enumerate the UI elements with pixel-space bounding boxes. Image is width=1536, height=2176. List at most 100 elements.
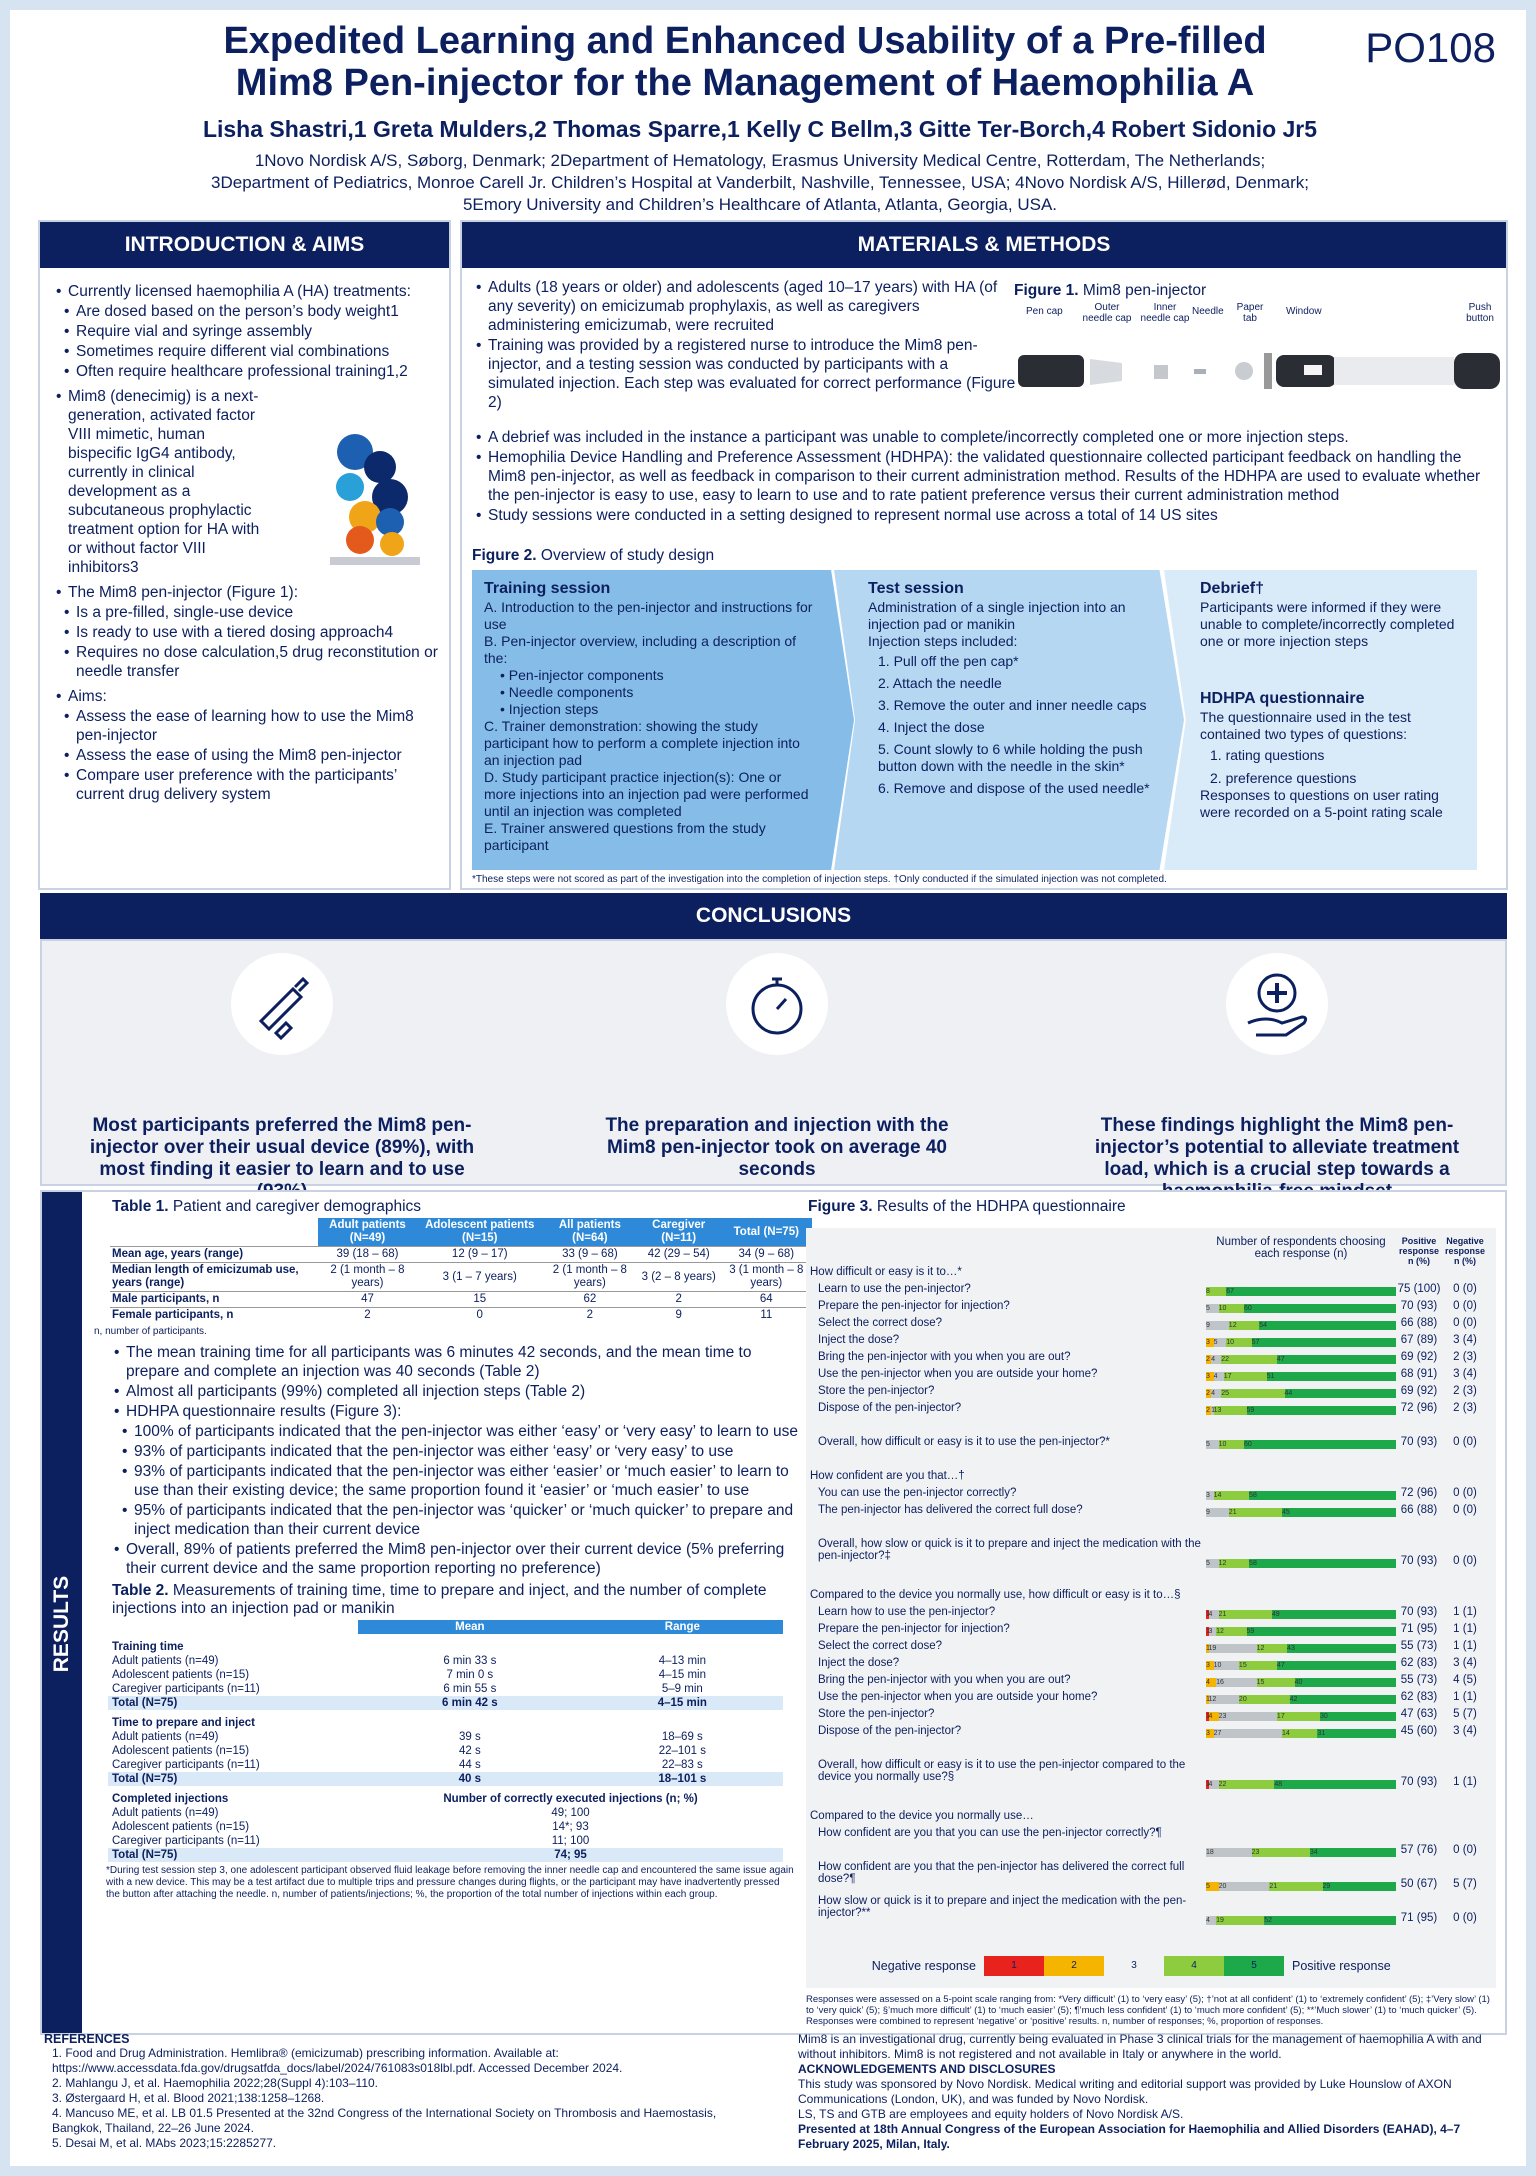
chart-row-label: Select the correct dose? <box>818 1317 943 1329</box>
negative-value: 0 (0) <box>1453 1317 1477 1329</box>
bar-segment: 2 <box>1206 1389 1212 1398</box>
bar-segment: 20 <box>1218 1882 1270 1891</box>
chart-row: Use the pen-injector when you are outsid… <box>806 1368 1496 1385</box>
positive-value: 70 (93) <box>1400 1436 1438 1448</box>
training-session-box: Training session A. Introduction to the … <box>472 570 854 870</box>
table-2-cell: 5–9 min <box>661 1683 703 1695</box>
chart-row-label: Overall, how slow or quick is it to prep… <box>818 1538 1201 1562</box>
positive-value: 69 (92) <box>1400 1351 1438 1363</box>
negative-value: 0 (0) <box>1453 1912 1477 1924</box>
table-2-row: Total (N=75)74; 95 <box>108 1848 783 1862</box>
chart-row-label: How confident are you that the pen-injec… <box>818 1861 1185 1885</box>
negative-value: 0 (0) <box>1453 1300 1477 1312</box>
bar-segment: 48 <box>1274 1780 1396 1789</box>
negative-value: 1 (1) <box>1453 1691 1477 1703</box>
table-2-cell: Caregiver participants (n=11) <box>112 1759 260 1771</box>
chart-row-label: Select the correct dose? <box>818 1640 943 1652</box>
negative-value: 3 (4) <box>1453 1368 1477 1380</box>
chart-section-title <box>806 1742 1496 1759</box>
bar-segment: 34 <box>1309 1848 1396 1857</box>
negative-value: 2 (3) <box>1453 1351 1477 1363</box>
bar-segment: 3 <box>1206 1661 1214 1670</box>
test-step: 5. Count slowly to 6 while holding the p… <box>878 741 1143 774</box>
bar-segment: 10 <box>1226 1338 1252 1347</box>
debrief-text: Participants were informed if they were … <box>1200 599 1455 649</box>
results-subbullet: 93% of participants indicated that the p… <box>122 1442 804 1461</box>
bar-segment: 1 <box>1206 1712 1210 1721</box>
positive-value: 71 (95) <box>1400 1912 1438 1924</box>
poster: Expedited Learning and Enhanced Usabilit… <box>10 10 1526 2166</box>
positive-value: 47 (63) <box>1400 1708 1438 1720</box>
table-1-cell: 2 <box>675 1293 682 1305</box>
affiliation-line: 5Emory University and Children’s Healthc… <box>462 195 1058 214</box>
results-subbullet: 100% of participants indicated that the … <box>122 1422 804 1441</box>
bar-segment: 47 <box>1276 1661 1396 1670</box>
figure-2-label: Figure 2. <box>472 547 537 564</box>
bar-segment: 20 <box>1238 1695 1290 1704</box>
results-bullet: HDHPA questionnaire results (Figure 3): <box>114 1402 804 1421</box>
legend-swatch: 1 <box>984 1956 1044 1976</box>
table-1-cell: Mean age, years (range) <box>112 1248 244 1260</box>
methods-bullet: Hemophilia Device Handling and Preferenc… <box>476 448 1496 505</box>
chart-row-label: Inject the dose? <box>818 1657 900 1669</box>
figure-3-note: Responses were assessed on a 5-point sca… <box>806 1994 1490 2027</box>
training-substep: • Needle components <box>500 684 634 700</box>
disclosure-text: LS, TS and GTB are employees and equity … <box>798 2107 1184 2121</box>
legend-swatch: 4 <box>1164 1956 1224 1976</box>
bar-segment: 3 <box>1206 1491 1214 1500</box>
antibody-structure-image <box>330 434 420 565</box>
table-1-cell: 62 <box>583 1293 597 1305</box>
table-1-cell: 2 <box>364 1309 371 1321</box>
results-right: Figure 3. Results of the HDHPA questionn… <box>802 1198 1502 2027</box>
training-step: D. Study participant practice injection(… <box>484 769 809 819</box>
results-panel: RESULTS Table 1. Patient and caregiver d… <box>40 1190 1507 2035</box>
bar-segment: 1 <box>1206 1610 1210 1619</box>
stacked-bar: 211359 <box>1206 1406 1396 1415</box>
test-bullet: Administration of a single injection int… <box>868 599 1126 632</box>
table-2-cell: Total (N=75) <box>112 1773 178 1785</box>
chart-row-label: Prepare the pen-injector for injection? <box>818 1300 1010 1312</box>
table-2-title: Measurements of training time, time to p… <box>112 1582 767 1617</box>
figure-3-chart: Number of respondents choosing each resp… <box>806 1228 1496 1988</box>
bar-segment: 3 <box>1206 1338 1214 1347</box>
bar-segment: 3 <box>1206 1372 1214 1381</box>
disclosures: Mim8 is an investigational drug, current… <box>798 2032 1498 2152</box>
negative-value: 1 (1) <box>1453 1640 1477 1652</box>
bar-segment: 12 <box>1208 1695 1239 1704</box>
figure-2-title: Overview of study design <box>540 547 715 564</box>
chart-section-title: How confident are you that…† <box>810 1470 965 1482</box>
chart-row-label: Bring the pen-injector with you when you… <box>818 1351 1071 1363</box>
bar-segment: 16 <box>1216 1678 1257 1687</box>
disclosure-text: This study was sponsored by Novo Nordisk… <box>798 2077 1452 2106</box>
training-substep: • Pen-injector components <box>500 667 664 683</box>
positive-value: 55 (73) <box>1400 1640 1438 1652</box>
chart-row-label: Inject the dose? <box>818 1334 900 1346</box>
bar-segment: 1 <box>1211 1406 1215 1415</box>
training-step: A. Introduction to the pen-injector and … <box>484 599 813 632</box>
positive-value: 69 (92) <box>1400 1385 1438 1397</box>
intro-subbullet: Require vial and syringe assembly <box>64 322 439 341</box>
intro-subbullet: Requires no dose calculation,5 drug reco… <box>64 643 439 681</box>
chart-section-title <box>806 1572 1496 1589</box>
part-label: Outer needle cap <box>1082 302 1132 324</box>
negative-value: 0 (0) <box>1453 1844 1477 1856</box>
table-2-header: Mean <box>358 1620 582 1634</box>
bar-segment: 60 <box>1243 1440 1396 1449</box>
bar-segment: 4 <box>1213 1372 1224 1381</box>
table-1-cell: 34 (9 – 68) <box>738 1248 795 1260</box>
table-2-cell: Adult patients (n=49) <box>112 1731 219 1743</box>
reference-item: 4. Mancuso ME, et al. LB 01.5 Presented … <box>52 2106 717 2135</box>
table-1-cell: 33 (9 – 68) <box>562 1248 618 1260</box>
table-1-cell: Male participants, n <box>112 1293 220 1305</box>
negative-value: 0 (0) <box>1453 1487 1477 1499</box>
table-2-section-label: Time to prepare and inject <box>112 1717 255 1729</box>
